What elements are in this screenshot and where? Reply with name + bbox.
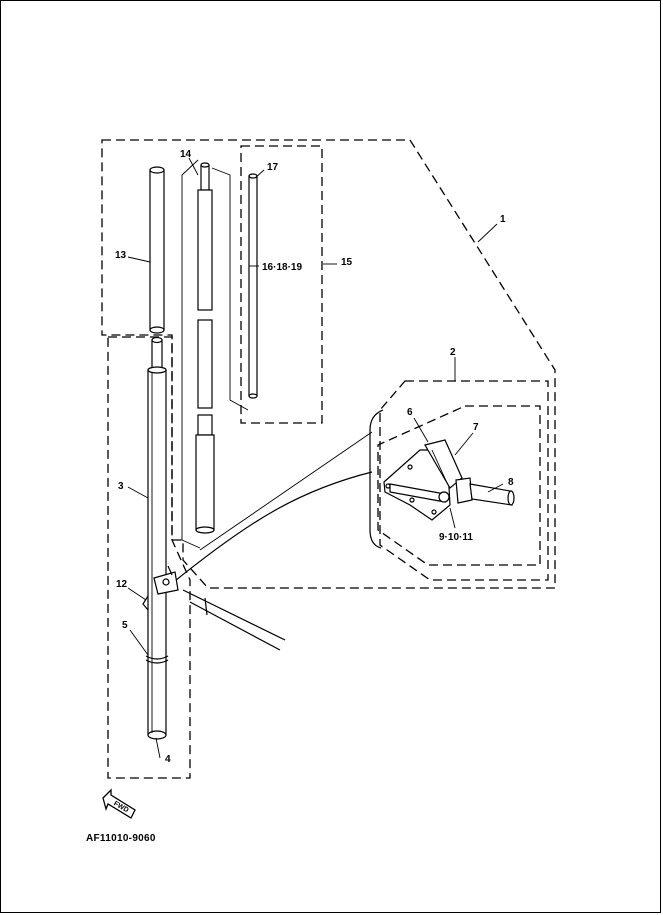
rod-16-18-19 <box>248 173 258 399</box>
label-7: 7 <box>473 422 479 433</box>
clip-12 <box>142 595 149 611</box>
outboard-bar <box>182 589 286 651</box>
inner-rod-group-outline <box>107 336 191 779</box>
detail-callout-line-2 <box>199 431 373 551</box>
label-15: 15 <box>341 257 353 268</box>
label-9-10-11: 9·10·11 <box>439 532 473 543</box>
detail-bracket <box>369 409 384 549</box>
label-17: 17 <box>267 162 279 173</box>
label-14: 14 <box>180 149 192 160</box>
rod-bracket <box>153 565 179 595</box>
clamp-5 <box>145 655 169 664</box>
rod-14 <box>181 159 249 549</box>
label-6: 6 <box>407 407 413 418</box>
leader-lines <box>127 157 504 759</box>
label-3: 3 <box>118 481 124 492</box>
label-2: 2 <box>450 347 456 358</box>
fwd-arrow-icon: FWD <box>102 788 136 819</box>
arm-7 <box>424 439 463 489</box>
label-8: 8 <box>508 477 514 488</box>
assembly-1-outline <box>101 139 556 589</box>
hinge-plate-6 <box>383 449 451 521</box>
label-1: 1 <box>500 214 506 225</box>
label-4: 4 <box>165 754 171 765</box>
label-16-18-19: 16·18·19 <box>262 262 302 273</box>
label-12: 12 <box>116 579 128 590</box>
label-5: 5 <box>122 620 128 631</box>
label-13: 13 <box>115 250 127 261</box>
figure-code: AF11010-9060 <box>86 833 156 844</box>
rod-3 <box>147 336 167 740</box>
bracket-group-outline <box>377 405 541 566</box>
group-15-outline <box>240 145 323 424</box>
detail-callout-line <box>169 471 373 586</box>
rod-13 <box>149 166 165 334</box>
assembly-2-outline <box>379 380 549 581</box>
shaft-8 <box>455 477 515 506</box>
pin-assembly-9-10-11 <box>389 483 450 503</box>
